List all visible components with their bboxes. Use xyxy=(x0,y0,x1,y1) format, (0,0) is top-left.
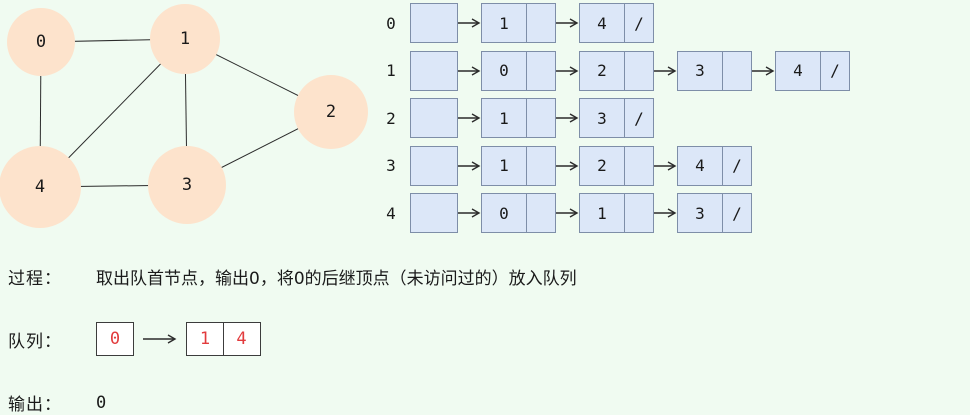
list-node: 1 xyxy=(579,193,654,233)
queue-value: 4 xyxy=(222,322,261,356)
list-node-pointer: / xyxy=(821,50,850,91)
arrow-icon xyxy=(143,334,177,344)
arrow-icon xyxy=(654,160,677,171)
list-node: 1 xyxy=(481,3,556,43)
list-node-pointer xyxy=(723,50,752,91)
arrow-icon xyxy=(556,113,579,123)
list-node: 2 xyxy=(579,145,654,186)
graph-node xyxy=(7,8,75,76)
list-node-pointer: / xyxy=(723,145,752,186)
list-node: 0 xyxy=(481,193,556,233)
head-cell xyxy=(410,193,458,233)
graph-node-label: 3 xyxy=(182,175,192,195)
list-node-pointer xyxy=(527,193,556,233)
graph-node-label: 4 xyxy=(35,177,45,197)
list-node-value: 3 xyxy=(677,193,723,233)
adjacency-row: 3 1 2 4/ xyxy=(382,145,850,186)
list-node: 4/ xyxy=(677,145,752,186)
graph-node xyxy=(148,146,226,224)
list-node-value: 1 xyxy=(481,145,527,186)
arrow-icon xyxy=(458,18,481,28)
list-node-value: 4 xyxy=(775,50,821,91)
list-node-pointer xyxy=(527,98,556,138)
queue-box: 0 xyxy=(96,322,134,356)
adjacency-row: 0 1 4/ xyxy=(382,3,850,43)
list-node-value: 4 xyxy=(677,145,723,186)
graph-node-label: 1 xyxy=(180,29,190,49)
head-cell xyxy=(410,145,458,186)
list-node-pointer xyxy=(625,145,654,186)
list-node: 4/ xyxy=(775,50,850,91)
list-node-pointer: / xyxy=(625,3,654,43)
queue-value: 0 xyxy=(96,322,134,356)
arrow-icon xyxy=(458,160,481,171)
arrow-icon xyxy=(556,65,579,76)
list-node-value: 1 xyxy=(481,98,527,138)
output-line: 输出： 0 xyxy=(8,390,106,415)
list-node-pointer: / xyxy=(723,193,752,233)
adjacency-row-label: 0 xyxy=(386,13,396,33)
head-cell xyxy=(410,98,458,138)
graph-node xyxy=(150,4,220,74)
arrow-icon xyxy=(654,208,677,218)
adjacency-row: 1 0 2 3 4/ xyxy=(382,50,850,91)
adjacency-row: 4 0 1 3/ xyxy=(382,193,850,233)
list-node-value: 4 xyxy=(579,3,625,43)
list-node-value: 2 xyxy=(579,145,625,186)
list-node-value: 1 xyxy=(481,3,527,43)
process-label: 过程： xyxy=(8,269,62,289)
arrow-icon xyxy=(556,208,579,218)
list-node-value: 0 xyxy=(481,193,527,233)
adjacency-row-label: 2 xyxy=(386,108,396,128)
head-cell xyxy=(410,50,458,91)
list-node: 1 xyxy=(481,98,556,138)
output-value: 0 xyxy=(96,392,107,413)
queue-label: 队列： xyxy=(8,331,62,352)
graph-node xyxy=(294,75,368,149)
list-node-pointer xyxy=(527,3,556,43)
output-label: 输出： xyxy=(8,395,62,415)
adjacency-row-label: 1 xyxy=(386,61,396,80)
arrow-icon xyxy=(556,160,579,171)
arrow-icon xyxy=(556,18,579,28)
list-node: 3 xyxy=(677,50,752,91)
head-cell xyxy=(410,3,458,43)
adjacency-row-label: 4 xyxy=(386,203,396,223)
list-node-pointer xyxy=(625,50,654,91)
process-line: 过程： 取出队首节点，输出0，将0的后继顶点（未访问过的）放入队列 xyxy=(8,264,577,289)
list-node: 2 xyxy=(579,50,654,91)
list-node: 4/ xyxy=(579,3,654,43)
graph-node-label: 2 xyxy=(326,102,336,122)
list-node-value: 1 xyxy=(579,193,625,233)
list-node-pointer xyxy=(527,50,556,91)
graph-panel: 0 1 2 3 4 xyxy=(0,0,382,240)
adjacency-row-label: 3 xyxy=(386,156,396,175)
queue-value: 1 xyxy=(186,322,224,356)
list-node: 0 xyxy=(481,50,556,91)
arrow-icon xyxy=(458,65,481,76)
arrow-icon xyxy=(752,65,775,76)
adjacency-row: 2 1 3/ xyxy=(382,98,850,138)
process-text: 取出队首节点，输出0，将0的后继顶点（未访问过的）放入队列 xyxy=(96,269,577,289)
list-node: 3/ xyxy=(677,193,752,233)
list-node-value: 2 xyxy=(579,50,625,91)
list-node-pointer xyxy=(527,145,556,186)
list-node-value: 3 xyxy=(579,98,625,138)
arrow-icon xyxy=(458,113,481,123)
arrow-icon xyxy=(654,65,677,76)
list-node: 1 xyxy=(481,145,556,186)
list-node-pointer: / xyxy=(625,98,654,138)
list-node: 3/ xyxy=(579,98,654,138)
graph-node xyxy=(0,146,81,228)
arrow-icon xyxy=(458,208,481,218)
list-node-pointer xyxy=(625,193,654,233)
list-node-value: 3 xyxy=(677,50,723,91)
list-node-value: 0 xyxy=(481,50,527,91)
graph-node-label: 0 xyxy=(36,32,46,52)
graph-svg: 0 1 2 3 4 xyxy=(0,4,368,228)
